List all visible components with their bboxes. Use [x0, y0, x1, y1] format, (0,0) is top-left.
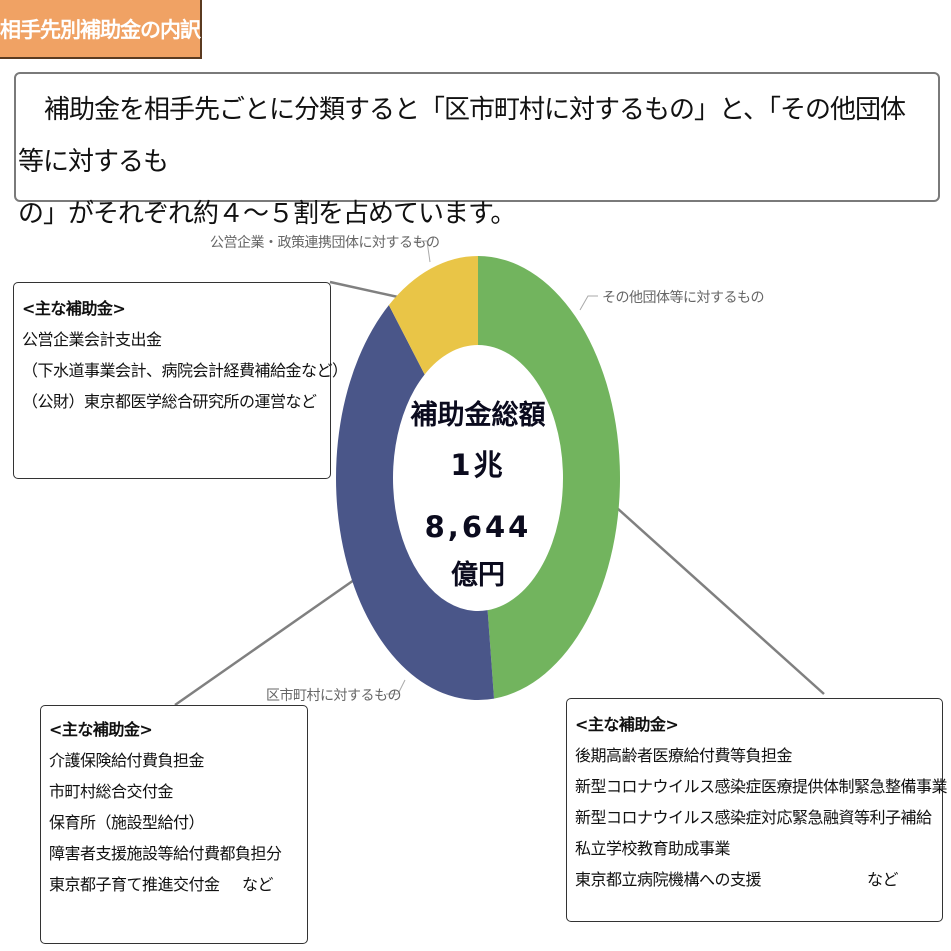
summary-box: 補助金を相手先ごとに分類すると「区市町村に対するもの」と、「その他団体等に対する… [14, 72, 940, 229]
box-title: <主な補助金> [22, 299, 126, 318]
donut-slices [336, 256, 620, 701]
info-box-public-enterprise: <主な補助金> 公営企業会計支出金 （下水道事業会計、病院会計経費補給金など） … [13, 282, 348, 479]
box-item: 私立学校教育助成事業 [575, 839, 731, 858]
slice-municipal [336, 305, 495, 701]
box-item: （下水道事業会計、病院会計経費補給金など） [22, 361, 348, 380]
leader-lines [174, 280, 825, 707]
label-municipal: 区市町村に対するもの [266, 688, 402, 704]
summary-line-1: 補助金を相手先ごとに分類すると「区市町村に対するもの」と、「その他団体等に対する… [18, 95, 906, 177]
slice-public-enterprise [388, 256, 478, 375]
box-item: 東京都立病院機構への支援 [575, 870, 762, 889]
leader-line-municipal [174, 578, 355, 707]
box-item: 市町村総合交付金 [49, 782, 174, 801]
box-item: 新型コロナウイルス感染症対応緊急融資等利子補給 [575, 808, 932, 827]
box-item: 新型コロナウイルス感染症医療提供体制緊急整備事業 [575, 777, 948, 796]
leader-line-other [616, 507, 825, 695]
label-public-enterprise: 公営企業・政策連携団体に対するもの [210, 235, 440, 251]
label-ticks [386, 240, 598, 695]
box-title: <主な補助金> [49, 720, 153, 739]
leader-line-public [329, 280, 399, 299]
label-other-orgs: その他団体等に対するもの [602, 290, 765, 306]
center-amount: 1兆8,644 [424, 448, 532, 544]
box-item: 公営企業会計支出金 [22, 330, 162, 349]
section-title-tab: 相手先別補助金の内訳 [0, 0, 202, 59]
box-etc: など [866, 870, 899, 889]
box-etc: など [285, 392, 318, 411]
box-item: 保育所（施設型給付） [49, 813, 205, 832]
box-title: <主な補助金> [575, 715, 679, 734]
box-item: 東京都子育て推進交付金 [49, 875, 220, 894]
box-item: 後期高齢者医療給付費等負担金 [575, 746, 793, 765]
info-box-other-orgs: <主な補助金> 後期高齢者医療給付費等負担金 新型コロナウイルス感染症医療提供体… [566, 698, 948, 922]
box-item: （公財）東京都医学総合研究所の運営 [22, 392, 286, 411]
info-box-municipal: <主な補助金> 介護保険給付費負担金 市町村総合交付金 保育所（施設型給付） 障… [40, 705, 308, 944]
center-title: 補助金総額 [410, 400, 546, 431]
box-etc: など [241, 875, 274, 894]
slice-other-orgs [478, 256, 620, 699]
donut-center-total: 補助金総額 1兆8,644 億円 [398, 398, 558, 594]
center-unit: 億円 [451, 560, 505, 591]
box-item: 介護保険給付費負担金 [49, 751, 205, 770]
section-title: 相手先別補助金の内訳 [0, 17, 201, 42]
box-item: 障害者支援施設等給付費都負担分 [49, 844, 282, 863]
summary-line-2: の」がそれぞれ約４～５割を占めています。 [18, 199, 516, 229]
